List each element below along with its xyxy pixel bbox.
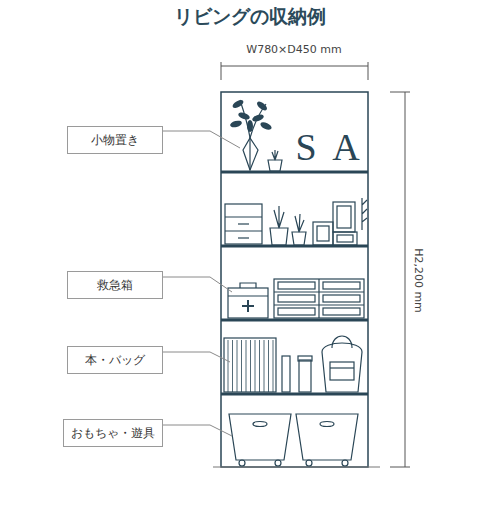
book-spine xyxy=(268,340,269,392)
toy-baskets xyxy=(229,414,358,466)
book-spine xyxy=(237,340,238,392)
book-spine xyxy=(246,340,247,392)
book-spine xyxy=(228,340,229,392)
vase-plant xyxy=(229,98,282,171)
label-box: 本・バッグ xyxy=(67,346,163,374)
decor-items xyxy=(225,198,367,245)
page-title: リビングの収納例 xyxy=(0,4,500,30)
book-spine xyxy=(259,340,260,392)
book-spine xyxy=(232,340,233,392)
shelf-frame xyxy=(213,92,380,467)
book-spine xyxy=(273,340,274,392)
height-dimension xyxy=(390,92,410,467)
height-dimension-text: H2,200 mm xyxy=(412,248,423,313)
width-dimension-text: W780×D450 mm xyxy=(246,44,341,55)
books-and-bag xyxy=(224,336,362,392)
book-spine xyxy=(264,340,265,392)
label-box: 救急箱 xyxy=(67,271,163,299)
label-text: 救急箱 xyxy=(97,277,133,294)
label-text: おもちゃ・遊具 xyxy=(71,425,155,442)
first-aid-and-drawers xyxy=(228,279,364,318)
label-text: 小物置き xyxy=(91,132,139,149)
label-text: 本・バッグ xyxy=(85,352,145,369)
book-spine xyxy=(255,340,256,392)
decor-letter: S xyxy=(295,128,316,166)
leader-lines xyxy=(163,131,240,436)
book-spine xyxy=(250,340,251,392)
decor-letter: A xyxy=(332,128,359,166)
book-spine xyxy=(241,340,242,392)
label-box: 小物置き xyxy=(67,126,163,154)
label-box: おもちゃ・遊具 xyxy=(63,419,163,447)
width-dimension xyxy=(221,62,368,80)
